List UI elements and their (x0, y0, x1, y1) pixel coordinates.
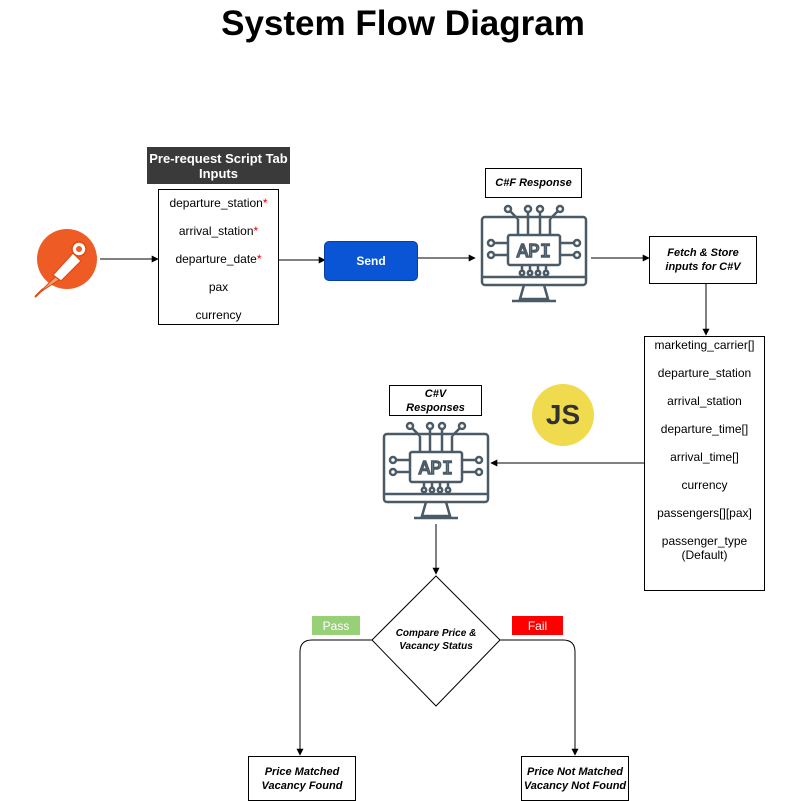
decision-line1: Compare Price & (395, 628, 477, 639)
send-button[interactable]: Send (324, 241, 418, 281)
svg-text:API: API (517, 241, 551, 263)
inputs-header: Pre-request Script Tab Inputs (147, 147, 290, 184)
input-field-departure-date: departure_date* (175, 252, 262, 266)
input-field-pax: pax (208, 280, 229, 294)
js-logo-text: JS (545, 399, 581, 430)
required-mark: * (262, 196, 268, 210)
cf-response-label: C#F Response (485, 168, 582, 198)
cv-field-marketing-carrier: marketing_carrier[] (654, 338, 755, 352)
input-field-currency: currency (195, 308, 242, 322)
cv-responses-label: C#V Responses (389, 385, 482, 416)
cv-field-passenger-type: passenger_type (661, 534, 748, 548)
js-logo-icon: JS (532, 384, 594, 446)
fetch-store-line2: inputs for C#V (665, 261, 741, 273)
fetch-store-line1: Fetch & Store (667, 247, 739, 259)
postman-logo-icon (29, 229, 101, 299)
pass-badge: Pass (312, 616, 360, 635)
arrow-decision-to-pass (296, 639, 372, 756)
result-pass-line2: Vacancy Found (261, 779, 343, 792)
fetch-store-box: Fetch & Store inputs for C#V (649, 236, 757, 284)
svg-text:API: API (419, 458, 453, 480)
result-pass-line1: Price Matched (264, 765, 340, 778)
input-field-departure-station: departure_station* (169, 196, 268, 210)
cv-field-arrival-time: arrival_time[] (670, 450, 739, 464)
arrow-decision-to-fail (499, 639, 579, 756)
result-fail-box: Price Not Matched Vacancy Not Found (521, 756, 629, 801)
cv-field-departure-time: departure_time[] (660, 422, 749, 436)
cv-field-passengers-pax: passengers[][pax] (657, 506, 752, 520)
result-fail-line1: Price Not Matched (527, 765, 623, 778)
fail-badge: Fail (512, 616, 563, 635)
cv-field-passenger-type-default: (Default) (681, 548, 728, 562)
cv-field-currency: currency (681, 478, 728, 492)
required-mark: * (256, 252, 262, 266)
result-pass-box: Price Matched Vacancy Found (248, 756, 356, 801)
required-mark: * (253, 224, 259, 238)
decision-line2: Vacancy Status (399, 641, 473, 652)
cv-fields-box (644, 336, 765, 591)
cv-field-arrival-station: arrival_station (667, 394, 742, 408)
page-title: System Flow Diagram (221, 4, 585, 43)
decision-diamond (371, 575, 501, 707)
inputs-header-line1: Pre-request Script Tab (149, 150, 288, 166)
cf-api-monitor-icon: API (476, 197, 592, 309)
cv-responses-line2: Responses (406, 401, 465, 414)
inputs-box (158, 189, 279, 325)
cv-api-monitor-icon: API (378, 414, 494, 526)
cv-responses-line1: C#V (424, 387, 447, 400)
decision-label: Compare Price & Vacancy Status (380, 623, 492, 657)
cv-field-departure-station: departure_station (657, 366, 752, 380)
result-fail-line2: Vacancy Not Found (523, 779, 627, 792)
inputs-header-line2: Inputs (199, 165, 238, 181)
input-field-arrival-station: arrival_station* (178, 224, 259, 238)
